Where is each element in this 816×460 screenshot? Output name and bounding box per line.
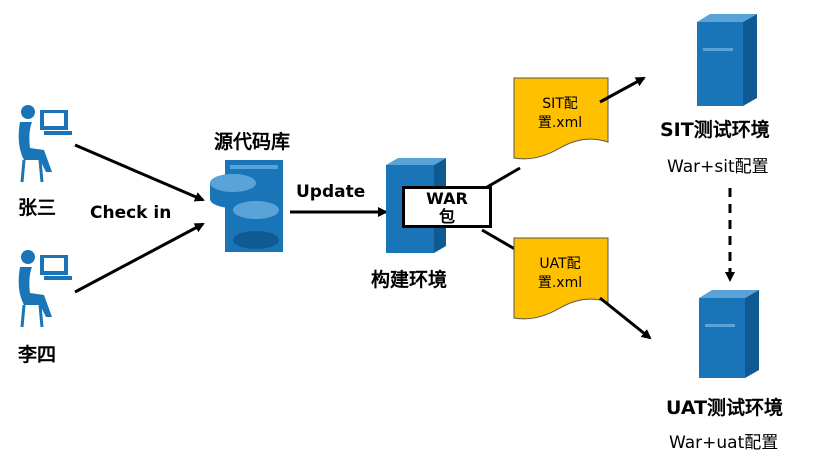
arrow-uat-config-to-uat-env: [599, 296, 652, 340]
checkin-label: Check in: [90, 203, 172, 223]
war-package-line1: WAR: [426, 189, 468, 208]
repository-icon: [210, 160, 283, 252]
user-lisi-label: 李四: [18, 344, 57, 366]
sit-server-icon: [697, 14, 757, 106]
arrow-sit-config-to-sit-env: [599, 76, 646, 104]
sit-env-subtitle: War+sit配置: [667, 157, 769, 177]
arrow-zhangsan-to-repo: [74, 143, 205, 202]
uat-config-line1: UAT配: [539, 256, 581, 272]
user-zhangsan-icon: [18, 105, 72, 183]
user-lisi-icon: [18, 250, 72, 328]
uat-server-icon: [699, 290, 759, 378]
war-package-line2: 包: [438, 207, 455, 226]
user-zhangsan-label: 张三: [18, 197, 57, 219]
repository-label: 源代码库: [214, 131, 291, 153]
uat-env-title: UAT测试环境: [666, 397, 784, 419]
sit-config-line1: SIT配: [542, 96, 578, 112]
war-package-box: WAR 包: [402, 186, 492, 228]
sit-config-line2: 置.xml: [537, 115, 583, 131]
uat-config-text: UAT配 置.xml: [520, 255, 600, 293]
arrow-lisi-to-repo: [74, 222, 205, 294]
uat-config-line2: 置.xml: [537, 275, 583, 291]
sit-config-document-icon: [513, 77, 609, 160]
uat-env-subtitle: War+uat配置: [669, 433, 779, 453]
build-env-label: 构建环境: [371, 269, 448, 291]
sit-config-text: SIT配 置.xml: [520, 95, 600, 133]
sit-env-title: SIT测试环境: [660, 119, 770, 141]
update-label: Update: [296, 182, 366, 202]
